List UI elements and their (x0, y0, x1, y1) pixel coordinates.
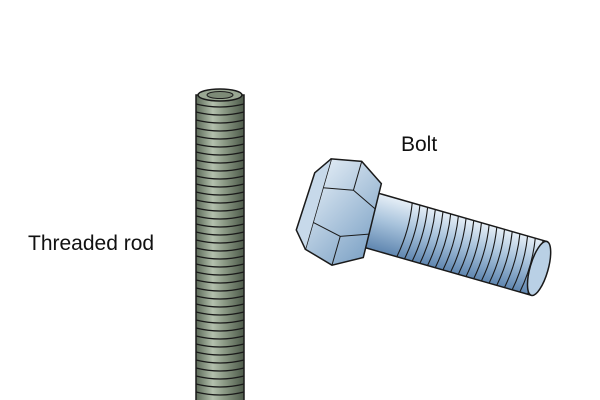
bolt-thread-line (480, 227, 498, 282)
rod-thread-line (195, 327, 245, 332)
rod-thread-line (195, 215, 245, 220)
rod-thread-line (195, 135, 245, 140)
rod-thread-line (195, 391, 245, 396)
rod-thread-line (195, 183, 245, 188)
bolt-thread-line (434, 213, 452, 268)
rod-thread-line (195, 175, 245, 180)
rod-thread-line (195, 159, 245, 164)
rod-thread-line (195, 271, 245, 276)
rod-thread-line (195, 279, 245, 284)
rod-thread-line (195, 343, 245, 348)
bolt-thread-line (473, 224, 490, 280)
rod-thread-line (195, 287, 245, 292)
bolt-thread-line (488, 229, 506, 284)
bolt-label: Bolt (401, 133, 438, 156)
rod-thread-line (195, 103, 245, 108)
bolt-thread-line (450, 218, 467, 273)
bolt-thread-line (396, 202, 413, 257)
rod-thread-line (195, 119, 245, 124)
rod-thread-line (195, 207, 245, 212)
rod-thread-line (195, 255, 245, 260)
rod-thread-line (195, 143, 245, 148)
rod-thread-line (195, 263, 245, 268)
rod-thread-line (195, 359, 245, 364)
rod-thread-line (195, 383, 245, 388)
rod-thread-line (195, 231, 245, 236)
rod-thread-line (195, 167, 245, 172)
rod-thread-line (195, 303, 245, 308)
rod-thread-line (195, 223, 245, 228)
rod-thread-line (195, 367, 245, 372)
bolt-thread-line (511, 235, 529, 291)
rod-thread-line (195, 239, 245, 244)
bolt-thread-line (496, 231, 513, 286)
rod-thread-line (195, 375, 245, 380)
bolt-thread-line (465, 222, 482, 277)
bolt-thread-line (457, 220, 475, 275)
bolt-thread-line (427, 211, 444, 266)
rod-thread-line (195, 111, 245, 116)
rod-thread-line (195, 191, 245, 196)
hex-bolt-icon (295, 158, 552, 297)
rod-thread-line (195, 199, 245, 204)
bolt-thread-line (503, 233, 521, 288)
rod-thread-line (195, 319, 245, 324)
threaded-rod-label: Threaded rod (28, 232, 155, 255)
bolt-thread-line (411, 207, 429, 262)
rod-thread-line (195, 351, 245, 356)
rod-thread-line (195, 295, 245, 300)
bolt-thread-line (419, 209, 436, 264)
rod-thread-line (195, 335, 245, 340)
rod-thread-line (195, 311, 245, 316)
bolt-thread-line (403, 205, 421, 260)
rod-thread-line (195, 247, 245, 252)
bolt-thread-line (442, 216, 459, 271)
rod-thread-line (195, 127, 245, 132)
rod-thread-line (195, 151, 245, 156)
threaded-rod-icon (195, 88, 245, 400)
